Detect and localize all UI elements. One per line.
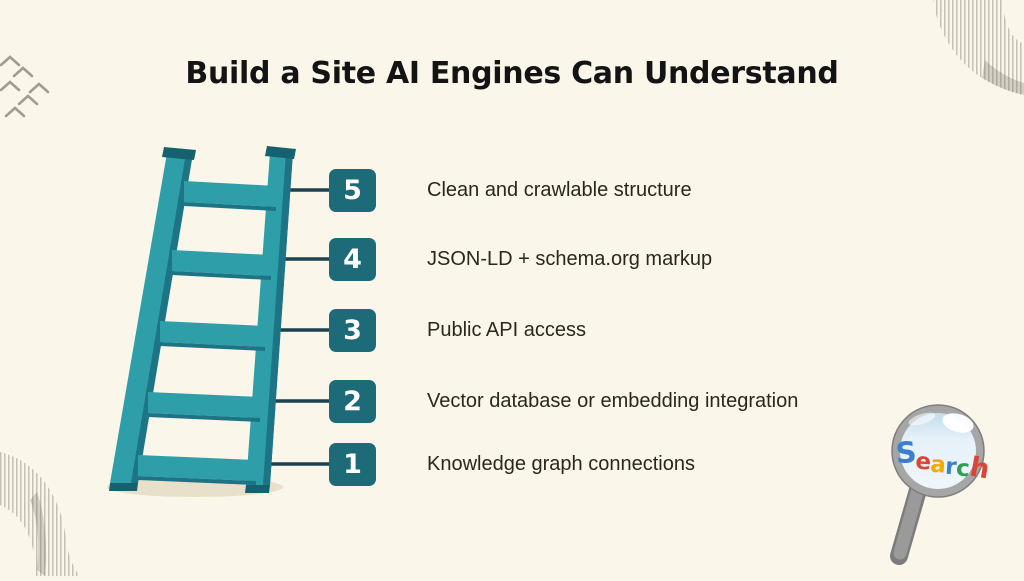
ladder-rung xyxy=(138,455,256,481)
ladder-left-rail-cap xyxy=(162,147,196,160)
step-label-4: JSON-LD + schema.org markup xyxy=(427,248,713,270)
ladder-rung xyxy=(184,181,276,207)
step-number-box-2: 2 xyxy=(329,380,376,423)
search-letter-e: e xyxy=(915,449,932,476)
search-letter-c: c xyxy=(955,455,970,482)
ladder-left-rail-shade xyxy=(131,153,193,483)
chevron-flock-decoration xyxy=(0,55,50,118)
page-title: Build a Site AI Engines Can Understand xyxy=(185,56,839,91)
ladder-right-rail-foot xyxy=(245,485,270,493)
step-number: 1 xyxy=(343,449,362,480)
step-label-5: Clean and crawlable structure xyxy=(427,179,692,201)
step-label-2: Vector database or embedding integration xyxy=(427,390,799,412)
step-number: 3 xyxy=(343,315,362,346)
search-letter-h: h xyxy=(967,452,991,486)
top-right-ribbon-decoration xyxy=(933,0,1024,95)
ladder-rung xyxy=(160,321,265,347)
step-number: 2 xyxy=(343,386,362,417)
chevron-icon xyxy=(12,66,34,78)
chevron-icon xyxy=(0,55,21,67)
ladder-rung-shade xyxy=(172,271,271,280)
step-number-box-1: 1 xyxy=(329,443,376,486)
search-letter-a: a xyxy=(929,452,946,479)
ladder-right-rail-shade xyxy=(263,152,293,485)
ladder-rung-shade xyxy=(160,342,265,351)
chevron-icon xyxy=(4,106,26,118)
ladder-rung xyxy=(148,392,260,418)
step-label-1: Knowledge graph connections xyxy=(427,453,695,475)
ladder-illustration xyxy=(109,146,296,493)
step-label-3: Public API access xyxy=(427,319,586,341)
lens-highlight-small xyxy=(908,412,936,426)
bottom-left-ribbon-decoration xyxy=(0,452,80,576)
search-letter-r: r xyxy=(944,454,958,481)
step-number: 4 xyxy=(343,244,362,275)
ladder-left-rail-foot xyxy=(109,483,138,491)
step-number-box-3: 3 xyxy=(329,309,376,352)
magnifier-handle-highlight xyxy=(893,482,925,560)
step-number: 5 xyxy=(343,175,362,206)
step-number-box-5: 5 xyxy=(329,169,376,212)
ladder-rungs xyxy=(138,181,276,485)
connector-lines xyxy=(263,188,334,466)
ladder-rung xyxy=(172,250,271,276)
chevron-icon xyxy=(28,82,50,94)
ladder-rung-shade xyxy=(184,202,276,211)
ladder-rung-shade xyxy=(148,413,260,422)
search-letter-s: S xyxy=(894,435,917,470)
chevron-icon xyxy=(0,80,21,92)
ladder-right-rail-cap xyxy=(265,146,296,159)
chevron-icon xyxy=(17,94,39,106)
lens-highlight xyxy=(942,413,974,433)
step-number-box-4: 4 xyxy=(329,238,376,281)
ladder-rung-shade xyxy=(138,476,256,485)
magnifier-illustration: S e a r c h xyxy=(890,404,992,565)
